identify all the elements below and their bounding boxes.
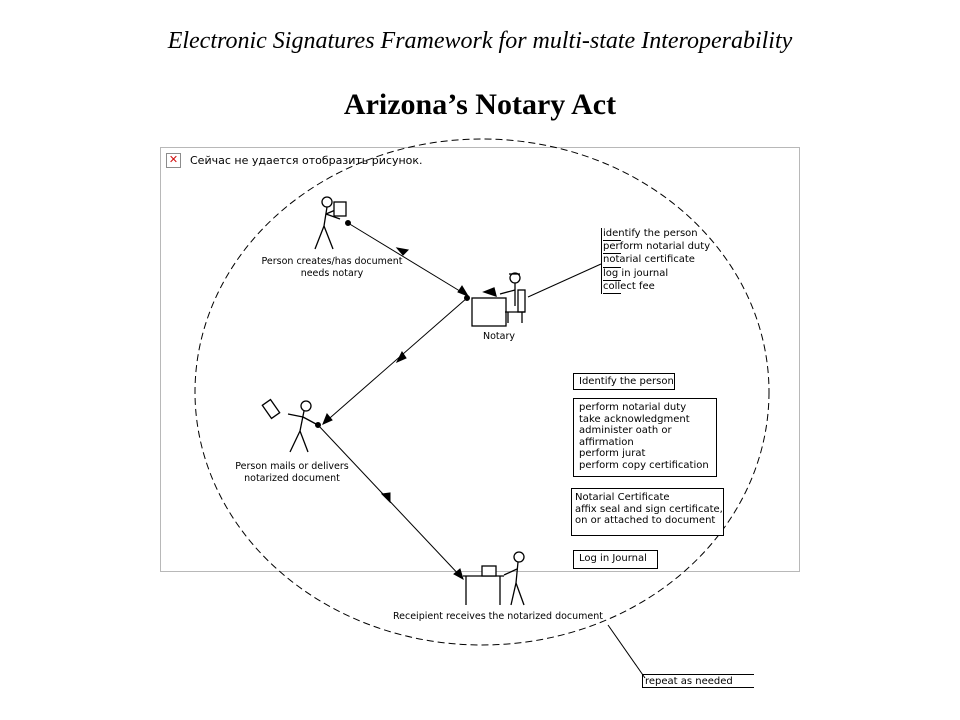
framework-subtitle: Electronic Signatures Framework for mult… xyxy=(167,28,793,54)
repeat-connector xyxy=(607,624,646,679)
page-title: Arizona’s Notary Act xyxy=(343,88,617,121)
notary-duties-connector xyxy=(527,263,602,298)
recipient-label: Receipient receives the notarized docume… xyxy=(392,611,604,622)
repeat-note: repeat as needed xyxy=(642,674,754,688)
notarial-duty-box: perform notarial duty take acknowledgmen… xyxy=(573,398,717,477)
notary-duties-list: identify the person perform notarial dut… xyxy=(601,228,711,295)
notary-duty-item: identify the person xyxy=(603,228,698,242)
diagram-frame xyxy=(160,147,800,572)
flow-arrows xyxy=(315,220,646,679)
broken-image-text: Сейчас не удается отобразить рисунок. xyxy=(190,154,423,167)
notary-duty-item: notarial certificate xyxy=(603,254,695,268)
person-recipient-icon xyxy=(463,551,525,606)
notary-icon xyxy=(471,272,526,327)
notary-duty-item: log in journal xyxy=(603,267,669,281)
notarial-certificate-box: Notarial Certificate affix seal and sign… xyxy=(571,488,724,536)
notary-duty-item: collect fee xyxy=(603,280,655,295)
arrow-notary-to-sender xyxy=(322,297,468,425)
person-sender-icon xyxy=(261,398,317,453)
notary-duty-item: perform notarial duty xyxy=(603,241,711,255)
identify-person-box: Identify the person xyxy=(573,373,675,390)
arrow-creator-to-notary xyxy=(347,222,469,297)
cycle-ellipse xyxy=(194,138,770,646)
log-journal-box: Log in Journal xyxy=(573,550,658,569)
broken-image-placeholder: ✕ Сейчас не удается отобразить рисунок. xyxy=(166,153,423,168)
person-creator-icon xyxy=(314,196,347,250)
notary-label: Notary xyxy=(483,331,515,342)
sender-label: Person mails or delivers notarized docum… xyxy=(235,461,349,484)
creator-label: Person creates/has document needs notary xyxy=(261,256,403,279)
broken-image-icon: ✕ xyxy=(166,153,181,168)
